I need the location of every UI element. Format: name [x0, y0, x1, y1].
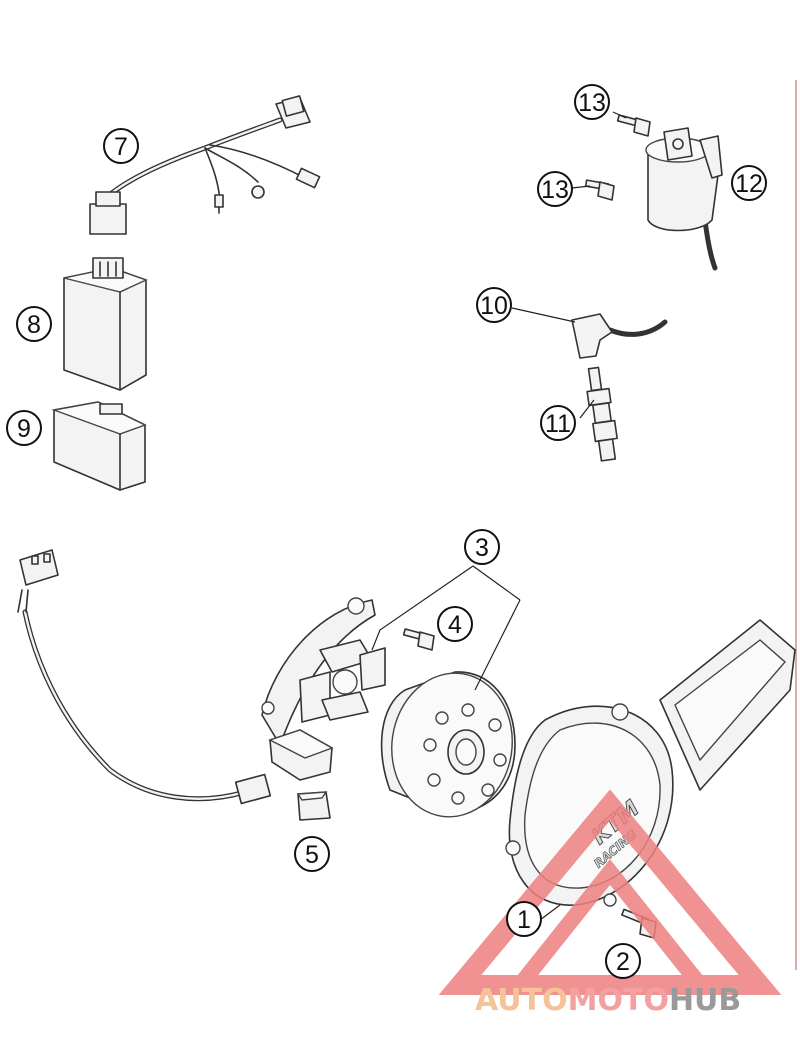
cdi-unit: [63, 257, 148, 391]
callout-1-label: 1: [517, 906, 531, 934]
callout-4: 4: [437, 606, 473, 642]
callout-9: 9: [6, 410, 42, 446]
callout-2: 2: [605, 943, 641, 979]
spark-plug-cap: [571, 313, 668, 359]
coil-mounting-screw-top: [616, 114, 651, 137]
callout-10-label: 10: [480, 292, 508, 320]
pickup-coil: [268, 729, 334, 781]
callout-5-label: 5: [305, 841, 319, 869]
callout-11: 11: [540, 405, 576, 441]
watermark-text: AUTOMOTOHUB: [475, 983, 741, 1018]
ignition-coil: [645, 127, 723, 271]
callout-7: 7: [103, 128, 139, 164]
watermark-triangle-logo: [438, 789, 782, 995]
stator-screw: [402, 628, 435, 651]
callout-3-label: 3: [475, 534, 489, 562]
stator-plate: [261, 597, 386, 781]
spark-plug: [586, 366, 618, 462]
callout-9-label: 9: [17, 415, 31, 443]
callout-4-label: 4: [448, 611, 462, 639]
cdi-rubber-sleeve: [51, 401, 147, 491]
callout-12-label: 12: [735, 170, 763, 198]
stator-cable: [17, 549, 272, 805]
callout-11-label: 11: [545, 410, 571, 438]
callout-13-bottom-label: 13: [541, 176, 569, 204]
callout-5: 5: [294, 836, 330, 872]
watermark-auto: AUTO: [475, 983, 568, 1018]
callout-13-top-label: 13: [578, 89, 606, 117]
wiring-harness: [89, 95, 321, 235]
leader-lines: [371, 111, 627, 921]
stator-coils: [299, 639, 386, 723]
callout-13-top: 13: [574, 84, 610, 120]
callout-8-label: 8: [27, 311, 41, 339]
coil-mounting-screw-bottom: [584, 179, 615, 201]
ignition-cover: KTM RACING: [505, 619, 796, 907]
callout-7-label: 7: [114, 133, 128, 161]
watermark-moto: MOTO: [568, 983, 669, 1018]
cable-grommet: [296, 791, 331, 821]
callout-10: 10: [476, 287, 512, 323]
flywheel-rotor: [380, 671, 516, 818]
callout-2-label: 2: [616, 948, 630, 976]
callout-3: 3: [464, 529, 500, 565]
watermark-hub: HUB: [669, 983, 741, 1018]
callout-8: 8: [16, 306, 52, 342]
callout-13-bottom: 13: [537, 171, 573, 207]
callout-1: 1: [506, 901, 542, 937]
callout-12: 12: [731, 165, 767, 201]
